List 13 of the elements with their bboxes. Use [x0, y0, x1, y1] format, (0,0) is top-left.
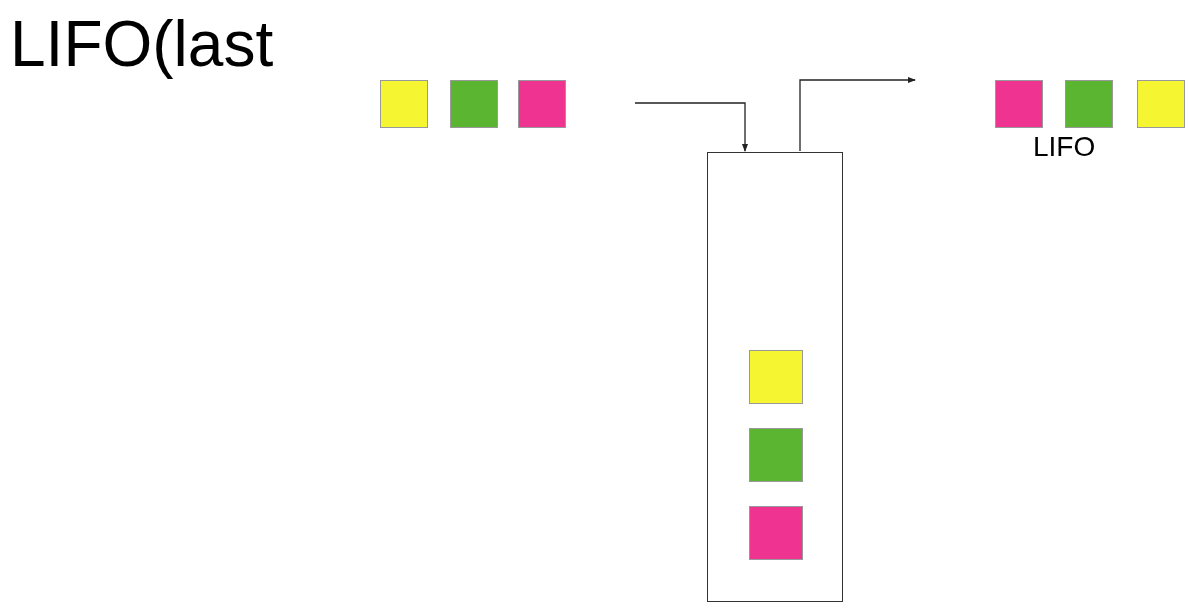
arrow	[634, 102, 748, 152]
stack-item	[749, 350, 803, 404]
stack-item	[450, 80, 498, 128]
stack-item	[749, 506, 803, 560]
stack-item	[749, 428, 803, 482]
stack-label: LIFO	[1033, 133, 1096, 161]
stack-item	[1065, 80, 1113, 128]
stack-item	[995, 80, 1043, 128]
stack-item	[380, 80, 428, 128]
stack-item	[1137, 80, 1185, 128]
stack-container	[707, 152, 843, 602]
arrow	[799, 77, 916, 152]
stack-item	[518, 80, 566, 128]
